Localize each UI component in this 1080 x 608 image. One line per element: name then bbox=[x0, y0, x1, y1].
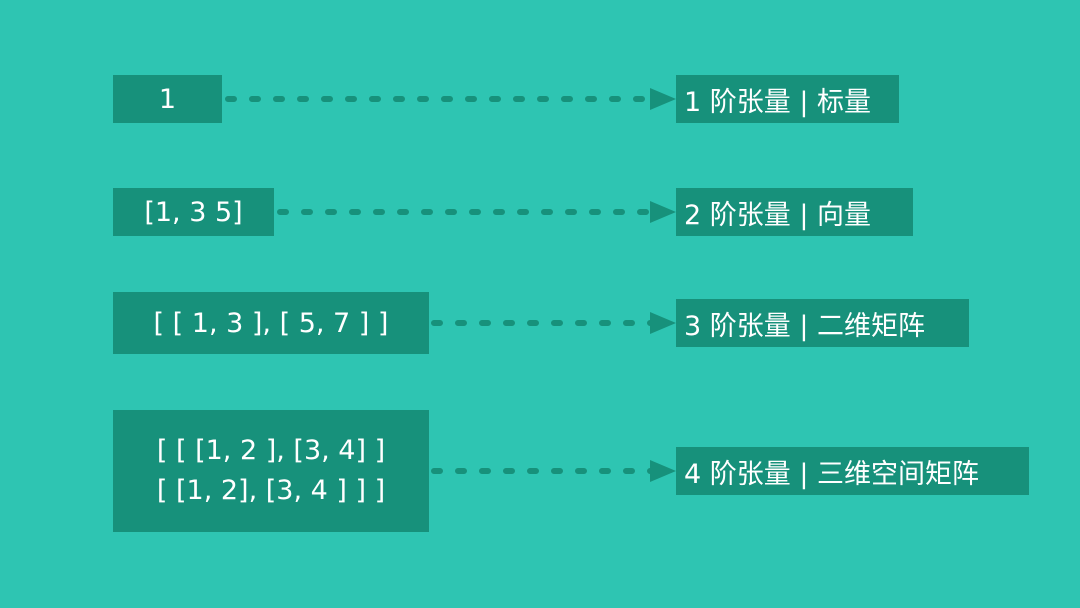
tensor-value: 1 bbox=[158, 83, 177, 115]
tensor-rank-label: 2 阶张量 | 向量 bbox=[684, 199, 872, 231]
arrowhead-3 bbox=[650, 312, 676, 334]
tensor-value-line-1: [ [ [1, 2 ], [3, 4] ] bbox=[156, 435, 386, 466]
tensor-box-2: [1, 3 5] bbox=[113, 188, 274, 236]
arrowhead-2 bbox=[650, 201, 676, 223]
label-box-2: 2 阶张量 | 向量 bbox=[676, 188, 913, 236]
tensor-value: [1, 3 5] bbox=[144, 196, 243, 228]
tensor-box-4: [ [ [1, 2 ], [3, 4] ] [ [1, 2], [3, 4 ] … bbox=[113, 410, 429, 532]
tensor-box-3: [ [ 1, 3 ], [ 5, 7 ] ] bbox=[113, 292, 429, 354]
tensor-rank-label: 3 阶张量 | 二维矩阵 bbox=[684, 310, 926, 342]
arrowhead-1 bbox=[650, 88, 676, 110]
label-box-1: 1 阶张量 | 标量 bbox=[676, 75, 899, 123]
tensor-value-line-2: [ [1, 2], [3, 4 ] ] ] bbox=[156, 475, 386, 506]
tensor-value: [ [ 1, 3 ], [ 5, 7 ] ] bbox=[153, 307, 389, 339]
label-box-4: 4 阶张量 | 三维空间矩阵 bbox=[676, 447, 1029, 495]
tensor-rank-label: 1 阶张量 | 标量 bbox=[684, 86, 872, 118]
arrowhead-4 bbox=[650, 460, 676, 482]
tensor-box-1: 1 bbox=[113, 75, 222, 123]
tensor-rank-label: 4 阶张量 | 三维空间矩阵 bbox=[684, 458, 980, 490]
label-box-3: 3 阶张量 | 二维矩阵 bbox=[676, 299, 969, 347]
